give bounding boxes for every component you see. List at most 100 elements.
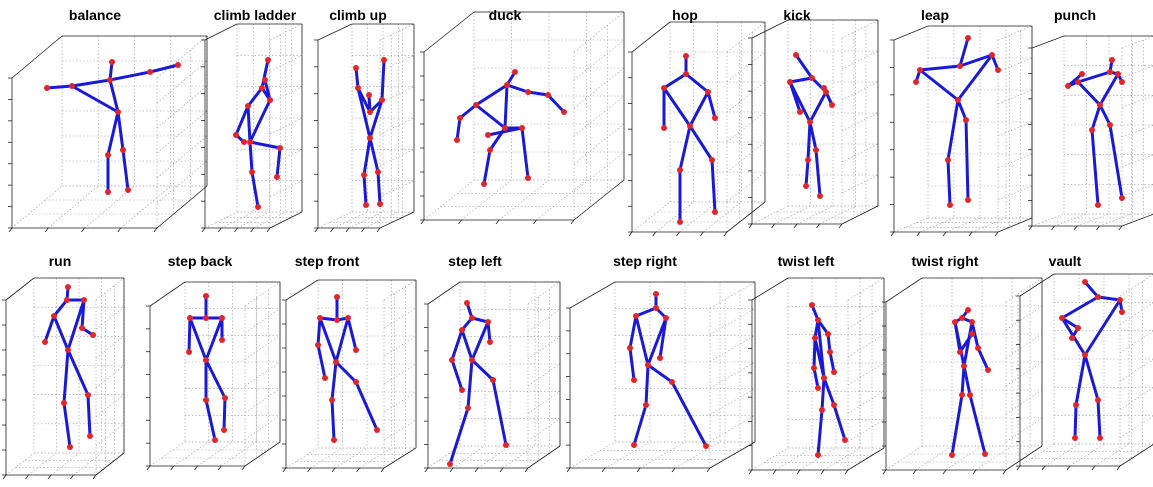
joint-la [67, 444, 73, 450]
joint-neck [64, 297, 70, 303]
joint-re [657, 355, 663, 361]
panel-hop: hop [628, 7, 765, 236]
joint-ra [982, 451, 988, 457]
joint-ra [703, 443, 709, 449]
bone-re-rh [978, 348, 988, 370]
panel-duck: duck [420, 7, 624, 224]
joint-neck [203, 315, 209, 321]
joint-head [464, 300, 470, 306]
bone-ls-le [47, 86, 72, 88]
bone-ls-le [356, 68, 358, 88]
joint-lh [969, 331, 975, 337]
bone-hip-lk [332, 362, 336, 400]
joint-re [79, 325, 85, 331]
joint-rk [709, 157, 715, 163]
joint-la [331, 437, 337, 443]
joint-ls [69, 83, 75, 89]
joint-le [449, 357, 455, 363]
joint-re [545, 92, 551, 98]
joint-lk [959, 392, 965, 398]
bone-rs-re [528, 92, 548, 95]
skeleton-step-back [186, 293, 228, 443]
action-label-kick: kick [783, 7, 810, 23]
bone-lk-la [818, 410, 822, 455]
joint-lh [454, 137, 460, 143]
joint-le [315, 342, 321, 348]
joint-neck [1107, 69, 1113, 75]
panel-leap: leap [890, 7, 1032, 236]
joint-la [631, 442, 637, 448]
bone-lk-la [332, 400, 334, 440]
bone-re-rh [830, 352, 834, 372]
bone-neck-ls [1062, 297, 1098, 318]
joint-ra [87, 433, 93, 439]
axes-box-duck [424, 12, 624, 220]
joint-pel [485, 132, 491, 138]
joint-rh [821, 85, 827, 91]
joint-la [363, 202, 369, 208]
joint-la [947, 202, 953, 208]
joint-ra [817, 193, 823, 199]
bone-rs-hip [336, 318, 348, 362]
panel-step-right: step right [566, 253, 755, 472]
joint-ls [245, 103, 251, 109]
bone-hip-lk [108, 112, 118, 155]
joint-neck [107, 77, 113, 83]
joint-ls [459, 327, 465, 333]
joint-rs [663, 315, 669, 321]
skeleton-kick [787, 52, 835, 199]
bone-hip-rk [250, 142, 280, 148]
joint-ls [187, 315, 193, 321]
joint-rk [353, 379, 359, 385]
joint-re [487, 339, 493, 345]
joint-la [677, 219, 683, 225]
joint-lk [805, 157, 811, 163]
joint-la [481, 181, 487, 187]
bone-hip-rk [118, 112, 123, 150]
joint-head [653, 291, 659, 297]
bone-ls-hip [476, 105, 505, 128]
joint-neck [334, 317, 340, 323]
bone-neck-rs [507, 85, 528, 92]
joint-la [803, 183, 809, 189]
bone-hip-lk [1092, 105, 1100, 130]
action-label-step-right: step right [613, 253, 677, 269]
joint-la [949, 452, 955, 458]
joint-rs [147, 69, 153, 75]
joint-lk [487, 147, 493, 153]
joint-neck [653, 305, 659, 311]
joint-lk [643, 402, 649, 408]
bone-rk-ra [493, 380, 506, 445]
joint-le [353, 65, 359, 71]
panel-step-front: step front [282, 253, 416, 472]
bone-lk-la [484, 150, 490, 184]
bone-lk-la [364, 175, 366, 205]
joint-ls [787, 79, 793, 85]
bone-rs-hip [250, 100, 270, 142]
joint-hip [502, 125, 508, 131]
bone-le-lh [814, 368, 818, 388]
bone-neck-ls [248, 88, 262, 106]
joint-rs [379, 97, 385, 103]
joint-ra [842, 437, 848, 443]
bone-neck-ls [636, 308, 656, 316]
joint-lk [1089, 127, 1095, 133]
joint-hip [333, 359, 339, 365]
axes-box-kick [752, 20, 878, 224]
bone-ls-hip [462, 330, 472, 360]
bone-ls-hip [920, 70, 958, 100]
bone-ls-le [630, 316, 636, 348]
skeleton-run [42, 284, 96, 450]
joint-ra [274, 174, 280, 180]
joint-head [512, 69, 518, 75]
bone-rk-ra [834, 405, 845, 440]
joint-rk [963, 117, 969, 123]
joint-lk [677, 167, 683, 173]
joint-hip [821, 375, 827, 381]
joint-ls [812, 335, 818, 341]
bone-le-lh [452, 360, 462, 390]
bone-hip-rk [370, 138, 378, 172]
bone-lk-la [1092, 130, 1098, 205]
bone-rk-ra [712, 160, 715, 212]
joint-lk [819, 407, 825, 413]
